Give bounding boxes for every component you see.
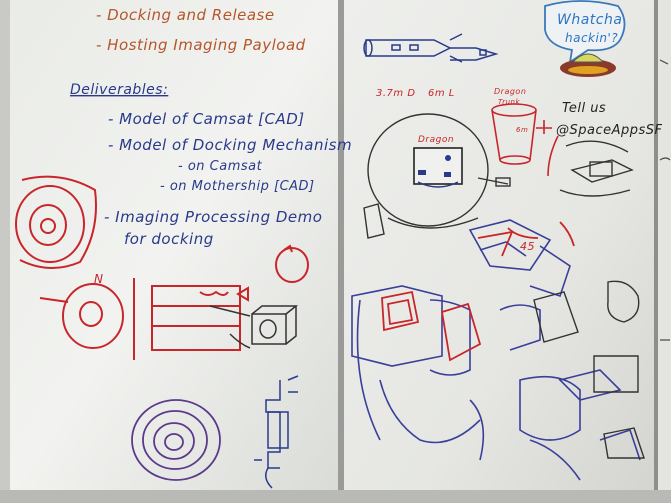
dragon-trunk-cylinder	[491, 103, 552, 165]
far-right-board	[657, 0, 671, 503]
board-seam-right	[654, 0, 658, 503]
space-apps-handle: @SpaceAppsSF	[556, 123, 663, 138]
deliverable-docking: - Model of Docking Mechanism	[108, 136, 352, 154]
black-block-sketches	[363, 203, 645, 459]
deliverable-on-mothership: - on Mothership [CAD]	[160, 179, 315, 194]
dragon-box-details	[418, 155, 451, 177]
red-mechanism	[151, 285, 249, 351]
purple-circles	[131, 399, 221, 481]
right-board	[343, 0, 655, 503]
dragon-box	[413, 147, 463, 185]
deliverable-on-camsat: - on Camsat	[178, 159, 263, 174]
board-seam	[338, 0, 344, 503]
rocket-dimensions: 3.7m D 6m L Dragon Trunk	[376, 87, 526, 106]
item-docking: - Docking and Release	[96, 6, 275, 24]
red-target-circles	[15, 175, 97, 270]
red-loop	[275, 244, 309, 283]
bottom-tray	[0, 490, 671, 503]
far-right-fragments	[659, 59, 671, 341]
dim-37m: 3.7m D	[376, 88, 416, 99]
speech-bubble: Whatcha hackin'?	[544, 0, 626, 64]
six-m-label: 6m	[516, 126, 528, 134]
dragon-trunk-label: Trunk	[498, 98, 520, 106]
tell-us-block: Tell us @SpaceAppsSF	[556, 101, 663, 138]
deliverables-heading: Deliverables:	[70, 82, 168, 98]
tell-us-text: Tell us	[562, 101, 606, 116]
red-trapezoids	[381, 221, 575, 362]
angle-45-label: 45	[520, 240, 535, 253]
blue-docking-sketches	[351, 219, 641, 481]
left-board	[0, 0, 340, 503]
dragon-label-top: Dragon	[494, 87, 526, 96]
left-edge	[0, 0, 10, 503]
item-hosting: - Hosting Imaging Payload	[96, 36, 306, 54]
ufo-drawing	[560, 53, 616, 77]
dragon-arc	[417, 181, 459, 188]
bubble-line-1: Whatcha	[557, 12, 622, 28]
deliverable-for-docking: for docking	[124, 230, 214, 248]
rocket-sketch	[363, 33, 499, 63]
deliverable-camsat: - Model of Camsat [CAD]	[108, 110, 305, 128]
deliverable-imaging: - Imaging Processing Demo	[104, 208, 322, 226]
black-camera-sketch	[209, 305, 299, 349]
north-label: N	[94, 272, 103, 286]
bubble-line-2: hackin'?	[565, 31, 618, 45]
red-arrow-right	[547, 135, 559, 177]
dim-6m: 6m L	[428, 88, 455, 99]
camera-sketch-right	[559, 140, 634, 197]
dragon-capsule-sketch	[367, 113, 511, 229]
vertical-mechanism-sketch	[254, 375, 299, 489]
red-magnet-circles	[39, 283, 124, 349]
dragon-label: Dragon	[418, 135, 454, 145]
